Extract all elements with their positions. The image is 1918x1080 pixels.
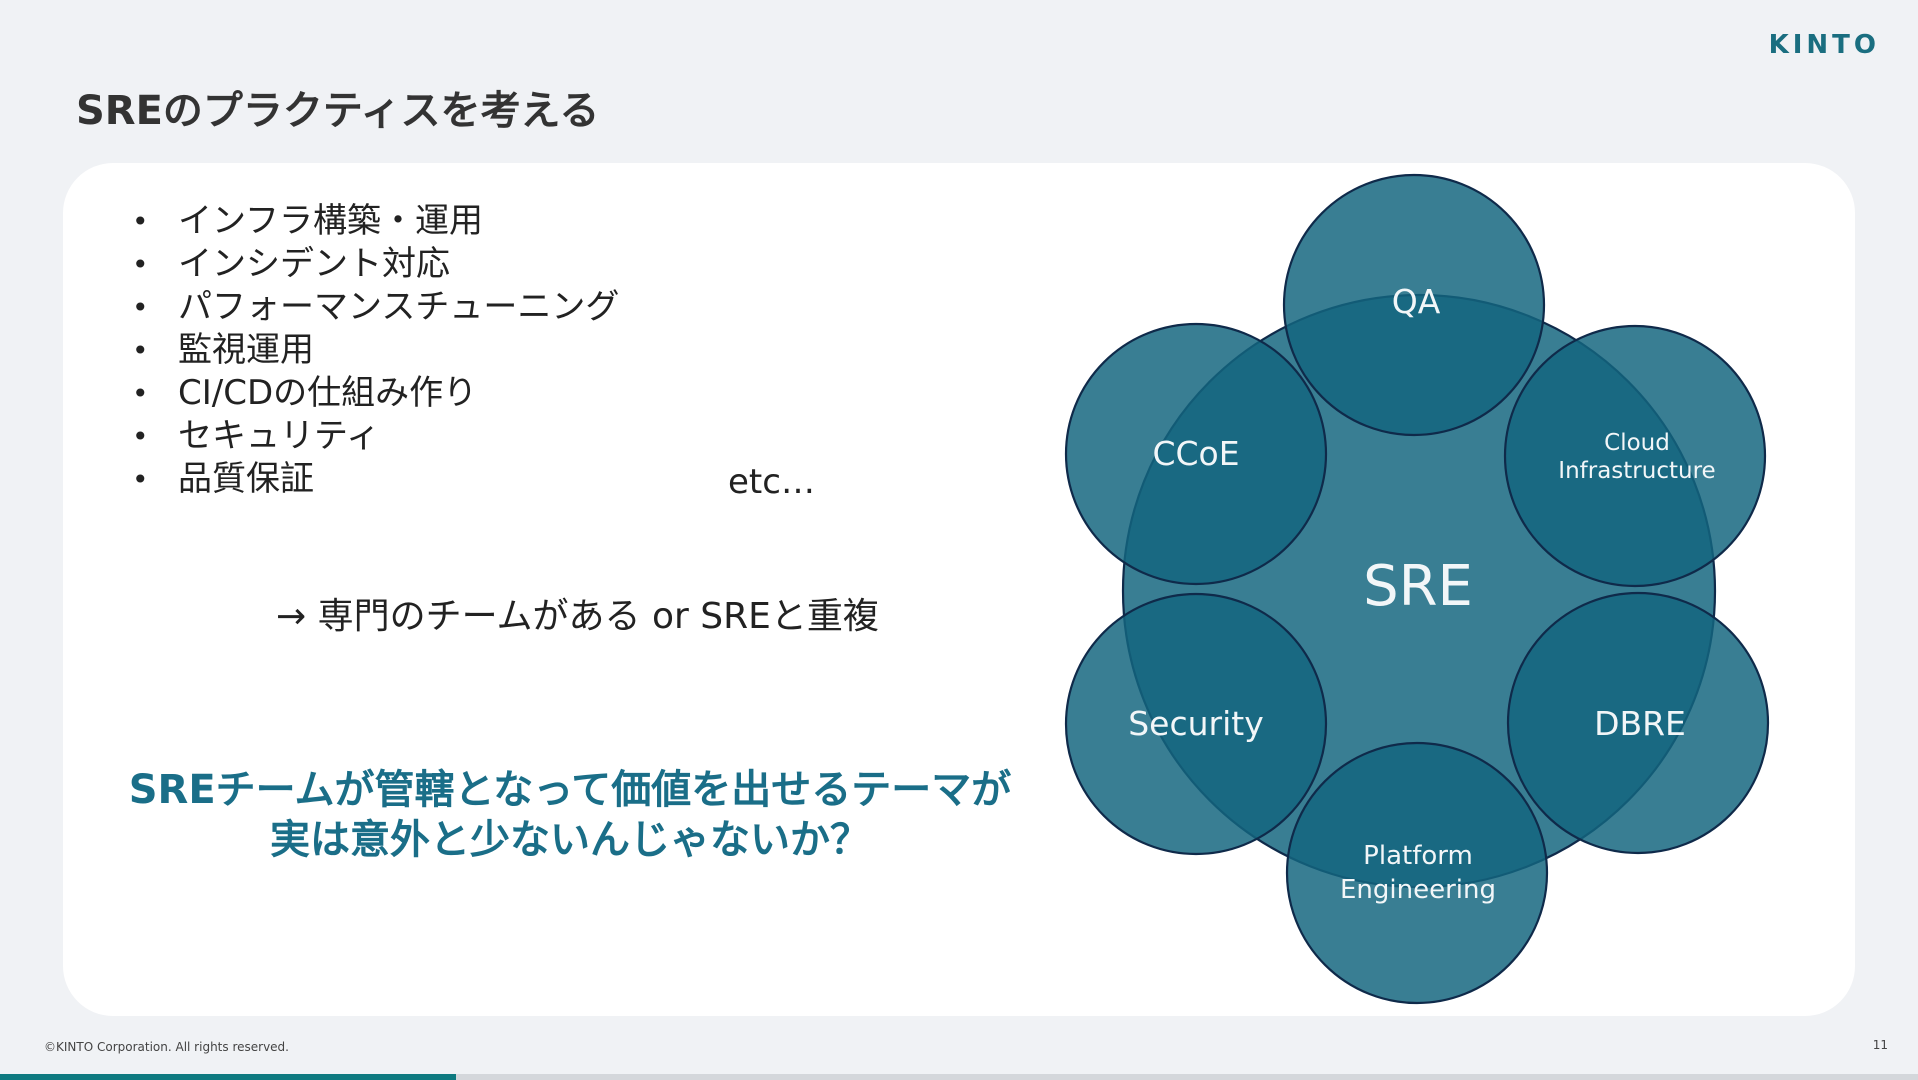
sre-label: SRE bbox=[1363, 554, 1473, 619]
ccoe-circle bbox=[1064, 322, 1328, 586]
list-item: CI/CDの仕組み作り bbox=[130, 372, 619, 415]
list-item: 品質保証 bbox=[130, 458, 619, 501]
engineering-label: Engineering bbox=[1340, 875, 1496, 905]
list-item: 監視運用 bbox=[130, 329, 619, 372]
dbre-circle bbox=[1506, 591, 1770, 855]
qa-circle bbox=[1282, 173, 1546, 437]
list-item: インフラ構築・運用 bbox=[130, 200, 619, 243]
question-line-2: 実は意外と少ないんじゃないか？ bbox=[270, 817, 870, 863]
slide-title: SREのプラクティスを考える bbox=[76, 88, 600, 134]
slide-progress-bar bbox=[0, 1074, 1918, 1080]
list-item: インシデント対応 bbox=[130, 243, 619, 286]
platform-engineering-circle bbox=[1285, 741, 1549, 1005]
security-label: Security bbox=[1128, 704, 1264, 743]
list-item: セキュリティ bbox=[130, 415, 619, 458]
arrow-note: → 専門のチームがある or SREと重複 bbox=[276, 596, 879, 637]
list-item: パフォーマンスチューニング bbox=[130, 286, 619, 329]
sre-venn-diagram: SRE QA CCoE Cloud Infrastructure Securit… bbox=[1064, 173, 1770, 1005]
cloud-label: Cloud bbox=[1604, 430, 1670, 456]
qa-label: QA bbox=[1392, 282, 1441, 321]
platform-label: Platform bbox=[1363, 841, 1473, 871]
ccoe-label: CCoE bbox=[1152, 434, 1239, 473]
security-circle bbox=[1064, 592, 1328, 856]
slide-progress-fill bbox=[0, 1074, 457, 1080]
page-number: 11 bbox=[1872, 1038, 1888, 1052]
cloud-infrastructure-circle bbox=[1503, 324, 1767, 588]
dbre-label: DBRE bbox=[1594, 704, 1686, 743]
etc-label: etc… bbox=[728, 462, 815, 502]
practice-list: インフラ構築・運用 インシデント対応 パフォーマンスチューニング 監視運用 CI… bbox=[130, 200, 619, 501]
kinto-logo: KINTO bbox=[1768, 30, 1880, 60]
copyright: ©KINTO Corporation. All rights reserved. bbox=[44, 1040, 289, 1054]
question-line-1: SREチームが管轄となって価値を出せるテーマが bbox=[128, 767, 1012, 813]
key-question: SREチームが管轄となって価値を出せるテーマが 実は意外と少ないんじゃないか？ bbox=[120, 765, 1020, 865]
infrastructure-label: Infrastructure bbox=[1558, 458, 1715, 484]
